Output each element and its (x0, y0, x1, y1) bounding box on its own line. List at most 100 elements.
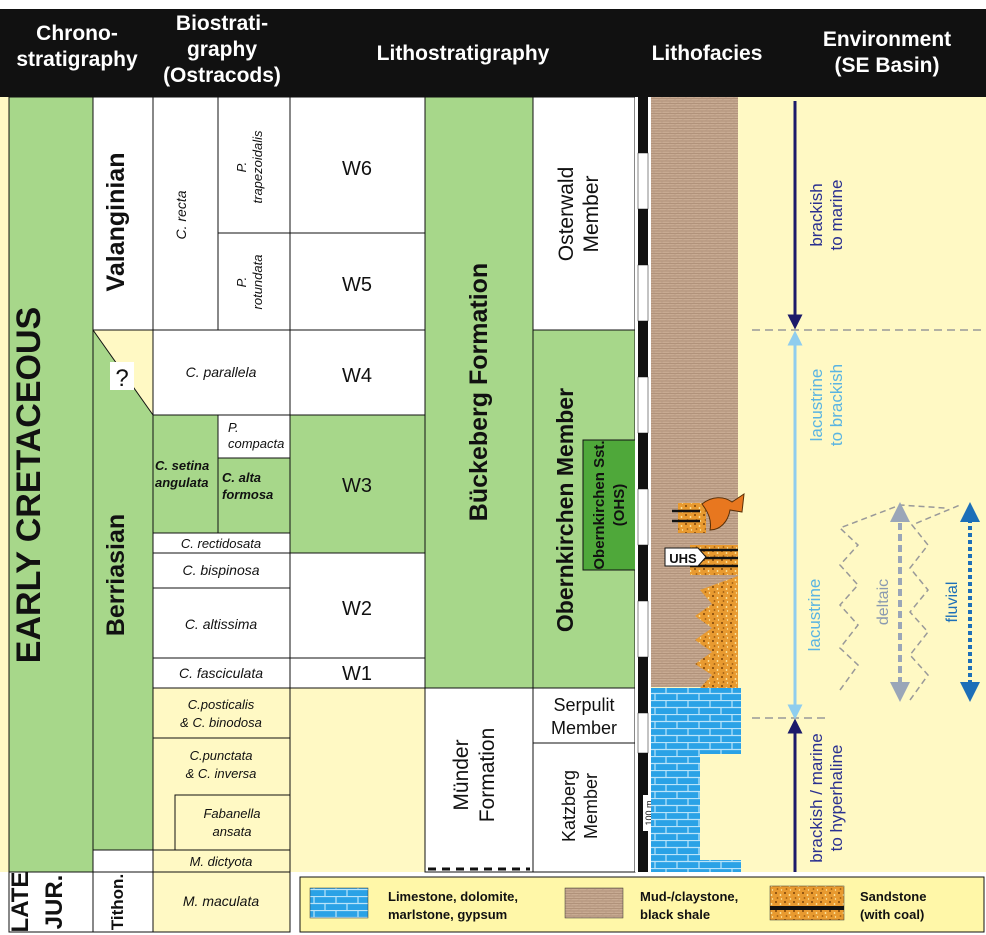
env-lacustrine-label: lacustrine (805, 579, 824, 652)
bio-rotundata-l2: rotundata (250, 255, 265, 310)
bio-recta-label: C. recta (173, 190, 189, 239)
header-chrono-l1: Chrono- (36, 22, 118, 45)
valanginian-label: Valanginian (102, 153, 130, 292)
muender-formation-l1: Münder (450, 739, 473, 810)
late-jur-cell (8, 871, 94, 933)
footprint-icon (701, 492, 745, 531)
unit-w3-label: W3 (342, 475, 372, 497)
legend-sandstone-l1: Sandstone (860, 889, 926, 904)
unit-w5-label: W5 (342, 274, 372, 296)
header-env-l1: Environment (823, 28, 951, 51)
bio-fasciculata-label: C. fasciculata (179, 665, 263, 681)
scale-bar (637, 97, 649, 872)
bio-alta-formosa-l2: formosa (222, 487, 273, 502)
legend-sandstone-swatch (769, 885, 845, 921)
tithon-label: Tithon. (108, 874, 127, 930)
bio-fabanella-cell (174, 794, 291, 851)
bueckeberg-formation-cell (424, 96, 534, 689)
katzberg-member-l1: Katzberg (559, 770, 579, 842)
bio-parallela-label: C. parallela (186, 364, 257, 380)
bio-alta-formosa-l1: C. alta (222, 470, 261, 485)
legend-limestone-l1: Limestone, dolomite, (388, 889, 518, 904)
limestone-lower (651, 754, 741, 872)
osterwald-member-cell (532, 96, 636, 331)
bio-punctata-l2: & C. inversa (186, 766, 257, 781)
limestone-upper (651, 688, 741, 754)
legend-mudstone-swatch (564, 887, 624, 919)
bio-trapezoidalis-l2: trapezoidalis (250, 130, 265, 203)
bio-altissima-label: C. altissima (185, 616, 258, 632)
header-bio-l1: Biostrati- (176, 12, 268, 35)
early-cretaceous-label: EARLY CRETACEOUS (10, 307, 48, 663)
obernkirchen-sst-l2: (OHS) (611, 484, 628, 527)
fluvial-deltaic-boundary (909, 504, 961, 701)
unit-w6 (289, 96, 426, 234)
unit-w2-label: W2 (342, 598, 372, 620)
osterwald-member-l1: Osterwald (555, 167, 578, 262)
env-lacustrine-brackish-l1: lacustrine (807, 369, 826, 442)
unit-w3 (289, 414, 426, 554)
header-facies: Lithofacies (652, 42, 763, 65)
bio-punctata-l1: C.punctata (190, 748, 253, 763)
bio-rotundata-l1: P. (234, 277, 249, 288)
env-hyperhaline-l1: brackish / marine (807, 733, 826, 862)
katzberg-member-cell (532, 742, 636, 873)
bio-maculata-label: M. maculata (183, 893, 259, 909)
bio-setina-l1: C. setina (155, 458, 209, 473)
bio-posticalis-cell (152, 687, 291, 739)
unit-w1-label: W1 (342, 663, 372, 685)
header-litho: Lithostratigraphy (377, 42, 550, 65)
env-brackish-marine-l1: brackish (807, 183, 826, 246)
header-bio-l3: (Ostracods) (163, 64, 281, 87)
muender-formation-cell (424, 687, 534, 873)
bio-compacta-l2: compacta (228, 436, 284, 451)
legend-box (299, 876, 985, 933)
obernkirchen-sst-l1: Obernkirchen Sst. (591, 440, 608, 569)
unit-w2 (289, 552, 426, 659)
unit-w6-label: W6 (342, 158, 372, 180)
tithon-cell (92, 871, 154, 933)
osterwald-member-l2: Member (580, 175, 603, 252)
obernkirchen-member-label: Obernkirchen Member (552, 388, 578, 632)
unit-w4-label: W4 (342, 365, 372, 387)
env-brackish-marine-l2: to marine (827, 180, 846, 251)
serpulit-member-l2: Member (551, 718, 617, 738)
env-fluvial-label: fluvial (944, 582, 961, 623)
ohs-sandstone (678, 503, 706, 533)
bueckeberg-formation-label: Bückeberg Formation (465, 263, 493, 521)
bio-posticalis-l1: C.posticalis (188, 697, 255, 712)
unit-w4 (289, 329, 426, 416)
header-env-l2: (SE Basin) (834, 54, 939, 77)
uhs-label: UHS (669, 551, 697, 566)
bio-altissima-cell (152, 587, 291, 659)
bio-posticalis-l2: & C. binodosa (180, 715, 262, 730)
berriasian-label: Berriasian (102, 514, 130, 636)
legend-limestone-swatch (309, 887, 369, 919)
bio-bispinosa-label: C. bispinosa (182, 562, 259, 578)
bio-dictyota-label: M. dictyota (190, 854, 253, 869)
scale-label: 100 m (644, 800, 654, 825)
bio-maculata-cell (152, 871, 291, 933)
late-label: LATE (7, 872, 34, 933)
question-mark: ? (115, 365, 128, 392)
header-bar (0, 9, 986, 97)
bio-recta-block (152, 96, 291, 331)
bio-trapezoidalis-l1: P. (234, 162, 249, 173)
sandstone-wedge (695, 576, 738, 688)
uhs-marker (664, 547, 707, 567)
muender-formation-l2: Formation (476, 728, 499, 823)
bio-fabanella-l2: ansata (212, 824, 251, 839)
bio-setina-cell (152, 414, 219, 534)
bio-compacta-l1: P. (228, 420, 239, 435)
legend-sandstone-l2: (with coal) (860, 907, 924, 922)
bio-rectidosata-label: C. rectidosata (181, 536, 261, 551)
legend-mudstone-l1: Mud-/claystone, (640, 889, 738, 904)
env-lacustrine-brackish-l2: to brackish (827, 364, 846, 446)
bio-fabanella-l1: Fabanella (203, 806, 260, 821)
chrono-gap-cell (92, 849, 154, 873)
unit-w5 (289, 232, 426, 331)
legend-limestone-l2: marlstone, gypsum (388, 907, 507, 922)
question-box (110, 362, 134, 390)
